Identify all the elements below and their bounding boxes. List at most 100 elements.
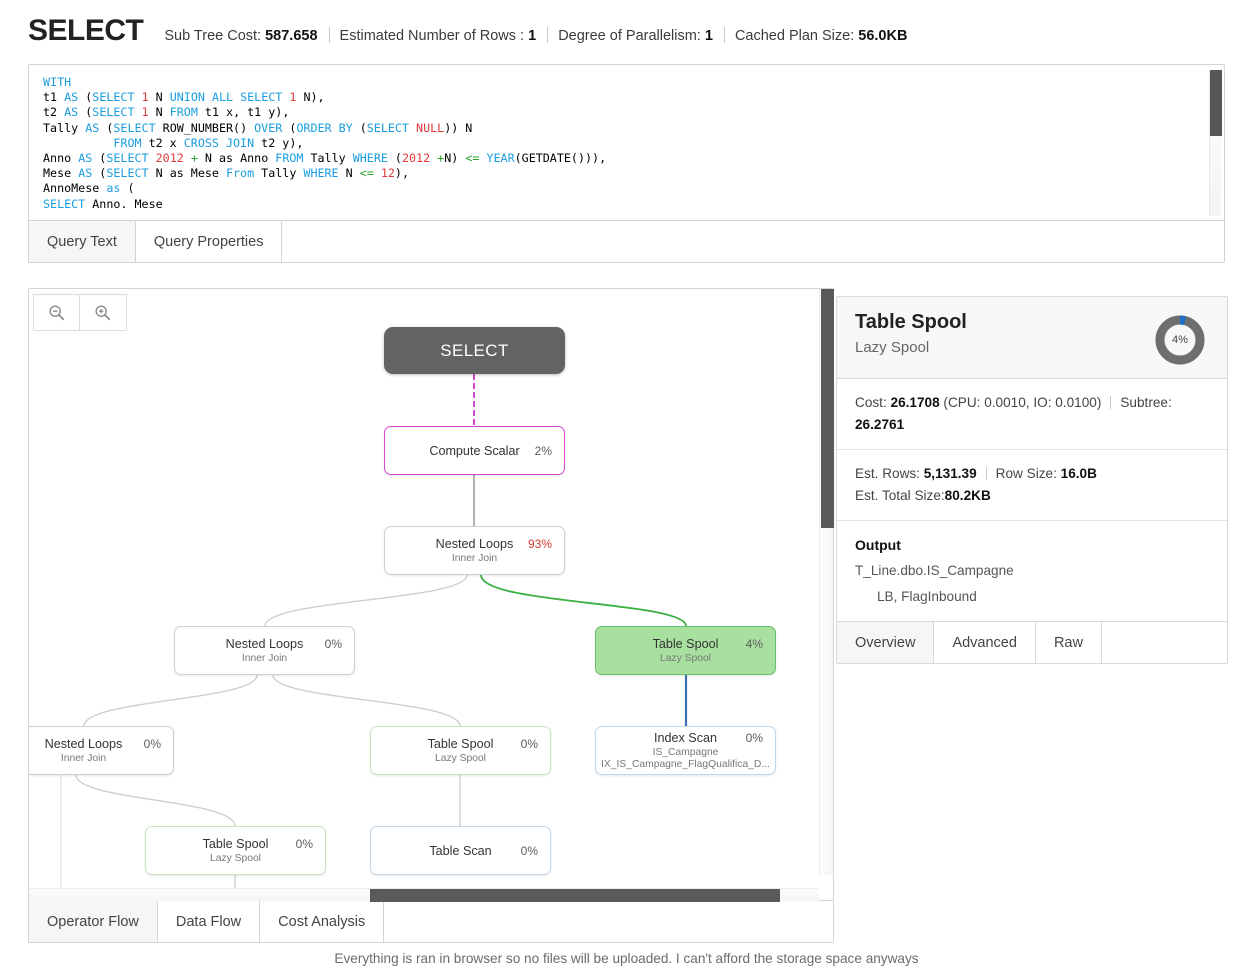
sql-token: t1 — [43, 90, 65, 105]
plan-node-header: Table Spool 4% — [596, 637, 775, 651]
page-title: SELECT — [28, 14, 144, 47]
edge-nlmid-nlleft — [83, 674, 258, 727]
plan-tabstrip-filler — [384, 901, 833, 942]
tab-advanced[interactable]: Advanced — [934, 622, 1036, 663]
zoom-out-button[interactable] — [33, 294, 80, 331]
plan-vertical-scrollbar-thumb[interactable] — [821, 289, 834, 528]
sql-token: ( — [352, 120, 367, 135]
divider — [985, 467, 987, 480]
sql-code-text: WITH t1 AS (SELECT 1 N UNION ALL SELECT … — [43, 75, 1210, 212]
tab-data-flow[interactable]: Data Flow — [157, 901, 261, 942]
plan-horizontal-scrollbar[interactable] — [29, 888, 819, 902]
plan-node-header: SELECT — [384, 341, 565, 361]
query-editor-scrollbar-thumb[interactable] — [1210, 70, 1222, 136]
sql-code-area[interactable]: WITH t1 AS (SELECT 1 N UNION ALL SELECT … — [29, 65, 1224, 221]
sql-token: t2 — [43, 105, 65, 120]
sql-token: SELECT — [366, 120, 409, 135]
plan-node-select[interactable]: SELECT — [384, 327, 565, 374]
subtree-value: 26.2761 — [855, 417, 905, 432]
details-tabstrip: Overview Advanced Raw — [837, 622, 1227, 663]
plan-vertical-scrollbar[interactable] — [819, 289, 834, 875]
details-output-row: Output T_Line.dbo.IS_Campagne LB, FlagIn… — [837, 521, 1227, 622]
sql-token: N), — [296, 90, 325, 105]
tab-operator-flow[interactable]: Operator Flow — [29, 901, 158, 942]
row-size-value: 16.0B — [1060, 466, 1097, 481]
plan-node-cost-percent: 4% — [745, 636, 763, 651]
cost-donut-chart: 4% — [1153, 313, 1207, 367]
plan-node-cost-percent: 0% — [520, 843, 538, 858]
sql-token: WHERE — [303, 166, 339, 181]
query-editor-scrollbar[interactable] — [1209, 70, 1222, 216]
sql-token: Anno. Mese — [85, 196, 163, 211]
sql-token: AS — [78, 166, 93, 181]
plan-node-cost-percent: 0% — [520, 736, 538, 751]
sql-token: ( — [99, 120, 114, 135]
plan-horizontal-scrollbar-thumb[interactable] — [370, 889, 780, 902]
sql-token: 2012 — [155, 151, 184, 166]
sql-token: t1 x, t1 y), — [197, 105, 290, 120]
plan-node-name: Table Spool — [652, 636, 719, 651]
tab-cost-analysis[interactable]: Cost Analysis — [260, 901, 385, 942]
sql-token: N — [148, 105, 170, 120]
sql-token: <= — [465, 151, 480, 166]
output-columns: LB, FlagInbound — [877, 589, 977, 604]
sql-token: ( — [92, 151, 107, 166]
sql-token: t2 x — [141, 135, 184, 150]
sql-token: OVER — [254, 120, 283, 135]
stat-value: 1 — [528, 28, 537, 44]
sql-token: )) N — [444, 120, 473, 135]
output-table-name: T_Line.dbo.IS_Campagne — [855, 563, 1014, 578]
sql-token: ( — [282, 120, 297, 135]
page-header: SELECT Sub Tree Cost: 587.658 Estimated … — [28, 14, 918, 48]
edge-nlleft-spoolbottom — [75, 774, 236, 827]
tab-query-properties[interactable]: Query Properties — [135, 221, 283, 262]
tab-query-text[interactable]: Query Text — [29, 221, 136, 262]
plan-node-cost-percent: 0% — [745, 730, 763, 745]
tab-raw[interactable]: Raw — [1035, 622, 1102, 663]
query-tabstrip: Query Text Query Properties — [29, 220, 1224, 262]
cost-value: 26.1708 — [890, 395, 940, 410]
sql-token: ), — [394, 166, 409, 181]
sql-token: Mese — [43, 166, 79, 181]
divider — [1110, 396, 1112, 409]
output-title: Output — [855, 537, 901, 553]
sql-token: ROW_NUMBER() — [155, 120, 255, 135]
sql-token: WHERE — [352, 151, 388, 166]
plan-node-cost-percent: 0% — [324, 636, 342, 651]
plan-node-subtitle: Lazy Spool — [210, 852, 261, 864]
sql-token: CROSS JOIN — [183, 135, 255, 150]
sql-token: AS — [78, 151, 93, 166]
subtree-label: Subtree: — [1120, 395, 1172, 410]
sql-token: YEAR — [486, 151, 515, 166]
plan-node-name: Nested Loops — [435, 536, 514, 551]
sql-token: ( — [78, 105, 93, 120]
plan-node-subtitle: Inner Join — [60, 752, 107, 764]
donut-icon — [1155, 315, 1205, 365]
sql-token: SELECT — [43, 196, 86, 211]
sql-token: t2 y), — [254, 135, 304, 150]
tab-overview[interactable]: Overview — [837, 622, 935, 663]
sql-token: 1 — [141, 105, 149, 120]
sql-token: 2012 — [401, 151, 431, 166]
sql-token: + — [437, 151, 445, 166]
zoom-in-button[interactable] — [80, 294, 127, 331]
sql-token: N) — [444, 151, 466, 166]
